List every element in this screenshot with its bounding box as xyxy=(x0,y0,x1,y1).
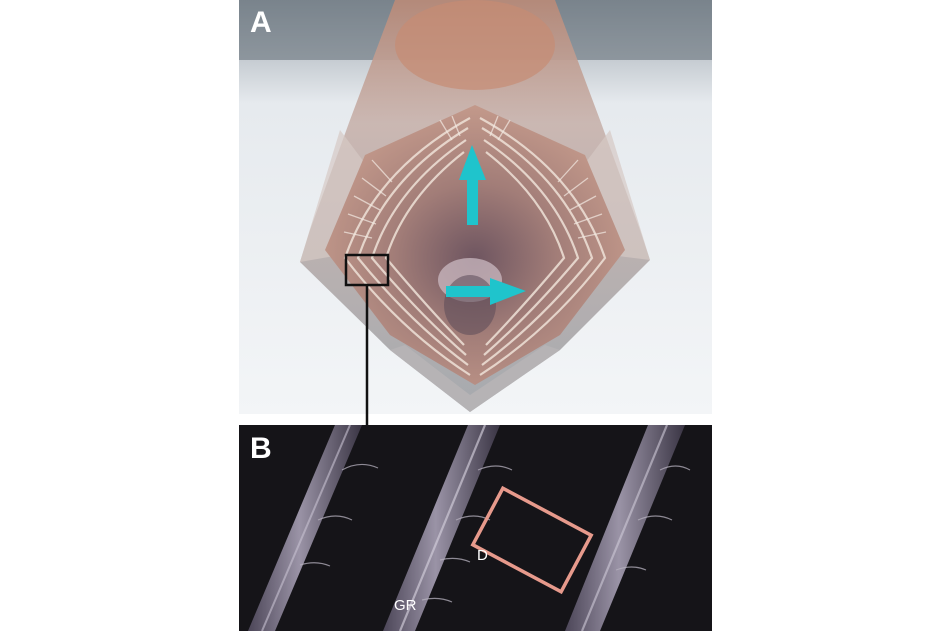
panel-b: D GR B xyxy=(239,425,712,631)
gill-arches-right xyxy=(479,117,607,376)
denticle-detail-box xyxy=(470,485,594,595)
panel-a: A xyxy=(239,0,712,414)
flow-arrow-up xyxy=(459,145,486,225)
mouth-cavity xyxy=(325,105,625,385)
flow-arrow-right xyxy=(446,278,526,305)
gill-raker-2 xyxy=(383,425,513,631)
annotation-denticle: D xyxy=(477,547,488,564)
gill-rakers-comb xyxy=(343,115,607,239)
panel-a-label: A xyxy=(250,6,272,39)
annotation-gill-raker: GR xyxy=(394,597,417,614)
gill-raker-1 xyxy=(248,425,379,631)
panel-b-label: B xyxy=(250,432,272,465)
gill-raker-3 xyxy=(565,425,691,631)
